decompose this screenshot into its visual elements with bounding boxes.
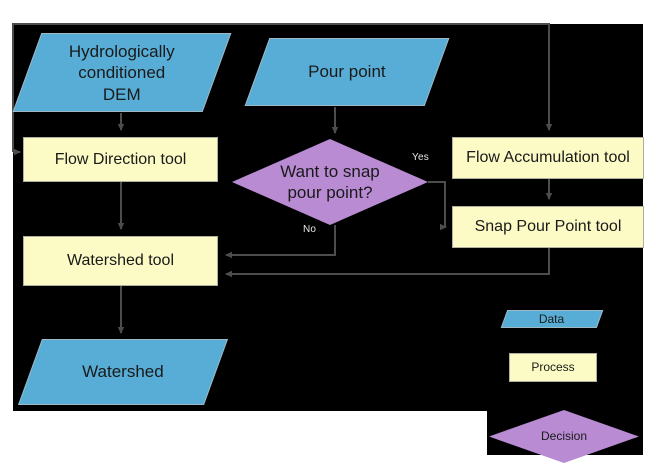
edge-label-no: No xyxy=(303,224,317,235)
node-snap-pour-point-tool[interactable]: Snap Pour Point tool xyxy=(452,206,644,248)
legend-label: Process xyxy=(531,360,575,374)
legend-label: Decision xyxy=(540,429,588,443)
node-label: Snap Pour Point tool xyxy=(474,218,622,235)
node-label: Watershed xyxy=(82,362,164,382)
node-flow-direction-tool[interactable]: Flow Direction tool xyxy=(23,137,218,182)
node-label: Flow Accumulation tool xyxy=(466,149,630,166)
legend-item-data: Data xyxy=(500,310,604,328)
edge-label-yes: Yes xyxy=(412,152,429,163)
node-label: Want to snap pour point? xyxy=(280,161,380,202)
node-label: Flow Direction tool xyxy=(54,150,187,168)
node-pour-point[interactable]: Pour point xyxy=(244,38,450,106)
node-hydrologically-conditioned-dem[interactable]: Hydrologically conditioned DEM xyxy=(12,33,232,112)
legend-item-process: Process xyxy=(509,353,597,382)
node-label: Watershed tool xyxy=(66,252,174,269)
node-watershed-tool[interactable]: Watershed tool xyxy=(23,236,218,286)
node-flow-accumulation-tool[interactable]: Flow Accumulation tool xyxy=(452,137,644,179)
node-label: Pour point xyxy=(308,62,386,82)
node-watershed[interactable]: Watershed xyxy=(17,339,229,405)
node-label: Hydrologically conditioned DEM xyxy=(69,41,175,104)
legend-label: Data xyxy=(539,311,565,326)
